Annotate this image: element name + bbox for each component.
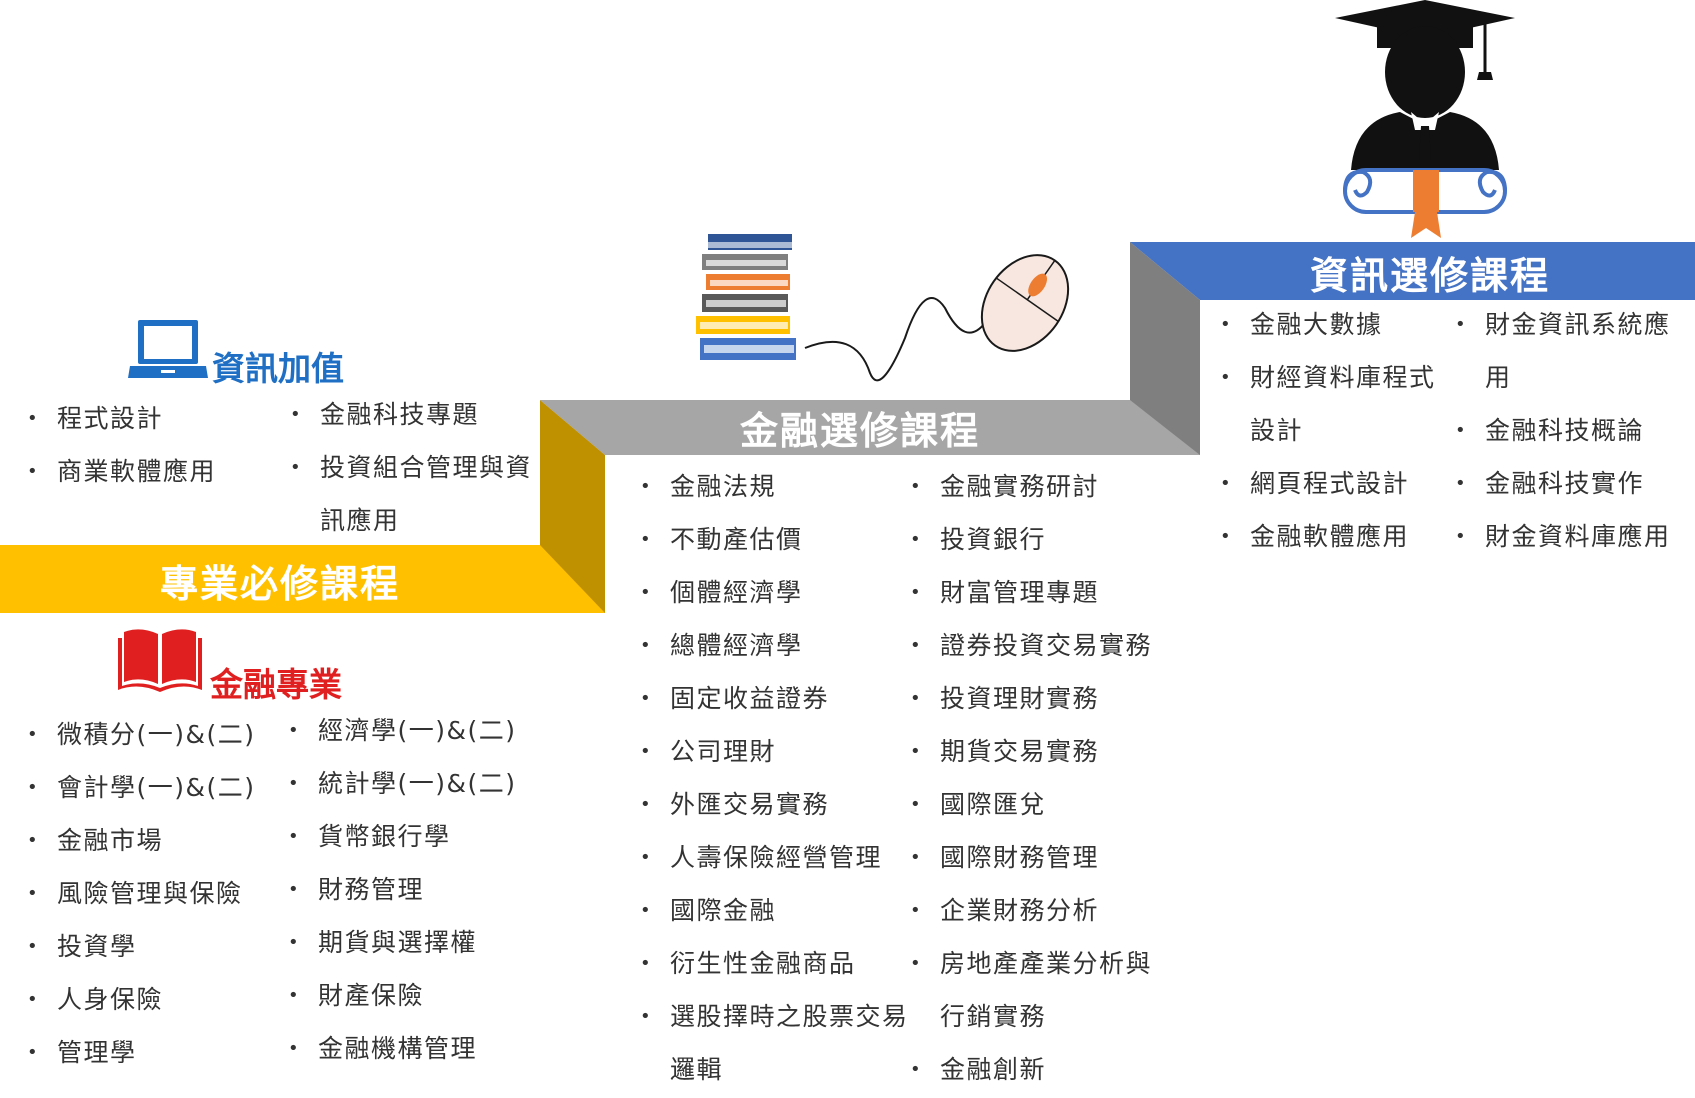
list-item: 國際匯兌 (910, 778, 1175, 831)
list-item: 個體經濟學 (640, 566, 910, 619)
open-book-icon (118, 629, 202, 692)
list-item: 金融市場 (27, 814, 287, 867)
finance-major-list-1: 微積分(一)&(二) 會計學(一)&(二) 金融市場 風險管理與保險 投資學 人… (27, 708, 287, 1079)
list-item: 商業軟體應用 (27, 445, 277, 498)
step-info-top (1130, 242, 1695, 300)
list-item: 固定收益證券 (640, 672, 910, 725)
list-item: 金融科技實作 (1455, 457, 1680, 510)
list-item: 財金資訊系統應用 (1455, 298, 1680, 404)
list-item: 財經資料庫程式設計 (1220, 351, 1440, 457)
step-info-elective-title: 資訊選修課程 (1309, 254, 1550, 298)
step-finance-elective-title: 金融選修課程 (739, 409, 980, 453)
list-item: 金融科技專題 (290, 388, 535, 441)
list-item: 投資學 (27, 920, 287, 973)
list-item: 證券投資交易實務 (910, 619, 1175, 672)
step-finance-riser (1130, 242, 1200, 455)
list-item: 風險管理與保險 (27, 867, 287, 920)
list-item: 程式設計 (27, 392, 277, 445)
info-value-list-1: 程式設計 商業軟體應用 (27, 392, 277, 498)
finance-elective-list-1: 金融法規 不動產估價 個體經濟學 總體經濟學 固定收益證券 公司理財 外匯交易實… (640, 460, 910, 1096)
list-item: 國際金融 (640, 884, 910, 937)
list-item: 會計學(一)&(二) (27, 761, 287, 814)
list-item: 經濟學(一)&(二) (288, 704, 548, 757)
list-item: 財富管理專題 (910, 566, 1175, 619)
list-item: 金融實務研討 (910, 460, 1175, 513)
list-item: 財產保險 (288, 969, 548, 1022)
finance-elective-list-2: 金融實務研討 投資銀行 財富管理專題 證券投資交易實務 投資理財實務 期貨交易實… (910, 460, 1175, 1096)
list-item: 統計學(一)&(二) (288, 757, 548, 810)
list-item: 財務管理 (288, 863, 548, 916)
list-item: 投資銀行 (910, 513, 1175, 566)
computer-mouse-icon (804, 254, 1070, 382)
list-item: 企業財務分析 (910, 884, 1175, 937)
info-elective-list-1: 金融大數據 財經資料庫程式設計 網頁程式設計 金融軟體應用 (1220, 298, 1440, 563)
list-item: 總體經濟學 (640, 619, 910, 672)
list-item: 不動產估價 (640, 513, 910, 566)
list-item: 人壽保險經營管理 (640, 831, 910, 884)
list-item: 管理學 (27, 1026, 287, 1079)
step-required-riser (540, 400, 605, 613)
list-item: 人身保險 (27, 973, 287, 1026)
finance-major-list-2: 經濟學(一)&(二) 統計學(一)&(二) 貨幣銀行學 財務管理 期貨與選擇權 … (288, 704, 548, 1075)
step-required-bar (0, 545, 605, 613)
list-item: 財金資料庫應用 (1455, 510, 1680, 563)
list-item: 金融法規 (640, 460, 910, 513)
list-item: 金融創新 (910, 1043, 1175, 1096)
laptop-icon (128, 320, 208, 378)
list-item: 衍生性金融商品 (640, 937, 910, 990)
list-item: 金融軟體應用 (1220, 510, 1440, 563)
graduate-icon (1335, 0, 1515, 238)
list-item: 選股擇時之股票交易邏輯 (640, 990, 910, 1096)
list-item: 房地產產業分析與行銷實務 (910, 937, 1175, 1043)
book-stack-icon (696, 234, 796, 360)
list-item: 貨幣銀行學 (288, 810, 548, 863)
list-item: 公司理財 (640, 725, 910, 778)
step-finance-top (540, 400, 1200, 455)
list-item: 金融科技概論 (1455, 404, 1680, 457)
list-item: 投資理財實務 (910, 672, 1175, 725)
info-value-title: 資訊加值 (212, 349, 344, 388)
list-item: 微積分(一)&(二) (27, 708, 287, 761)
list-item: 金融大數據 (1220, 298, 1440, 351)
list-item: 國際財務管理 (910, 831, 1175, 884)
list-item: 投資組合管理與資訊應用 (290, 441, 535, 547)
list-item: 期貨與選擇權 (288, 916, 548, 969)
info-elective-list-2: 財金資訊系統應用 金融科技概論 金融科技實作 財金資料庫應用 (1455, 298, 1680, 563)
finance-major-title: 金融專業 (210, 665, 342, 704)
list-item: 外匯交易實務 (640, 778, 910, 831)
list-item: 金融機構管理 (288, 1022, 548, 1075)
step-required-title: 專業必修課程 (159, 562, 400, 606)
list-item: 期貨交易實務 (910, 725, 1175, 778)
info-value-list-2: 金融科技專題 投資組合管理與資訊應用 (290, 388, 535, 547)
list-item: 網頁程式設計 (1220, 457, 1440, 510)
